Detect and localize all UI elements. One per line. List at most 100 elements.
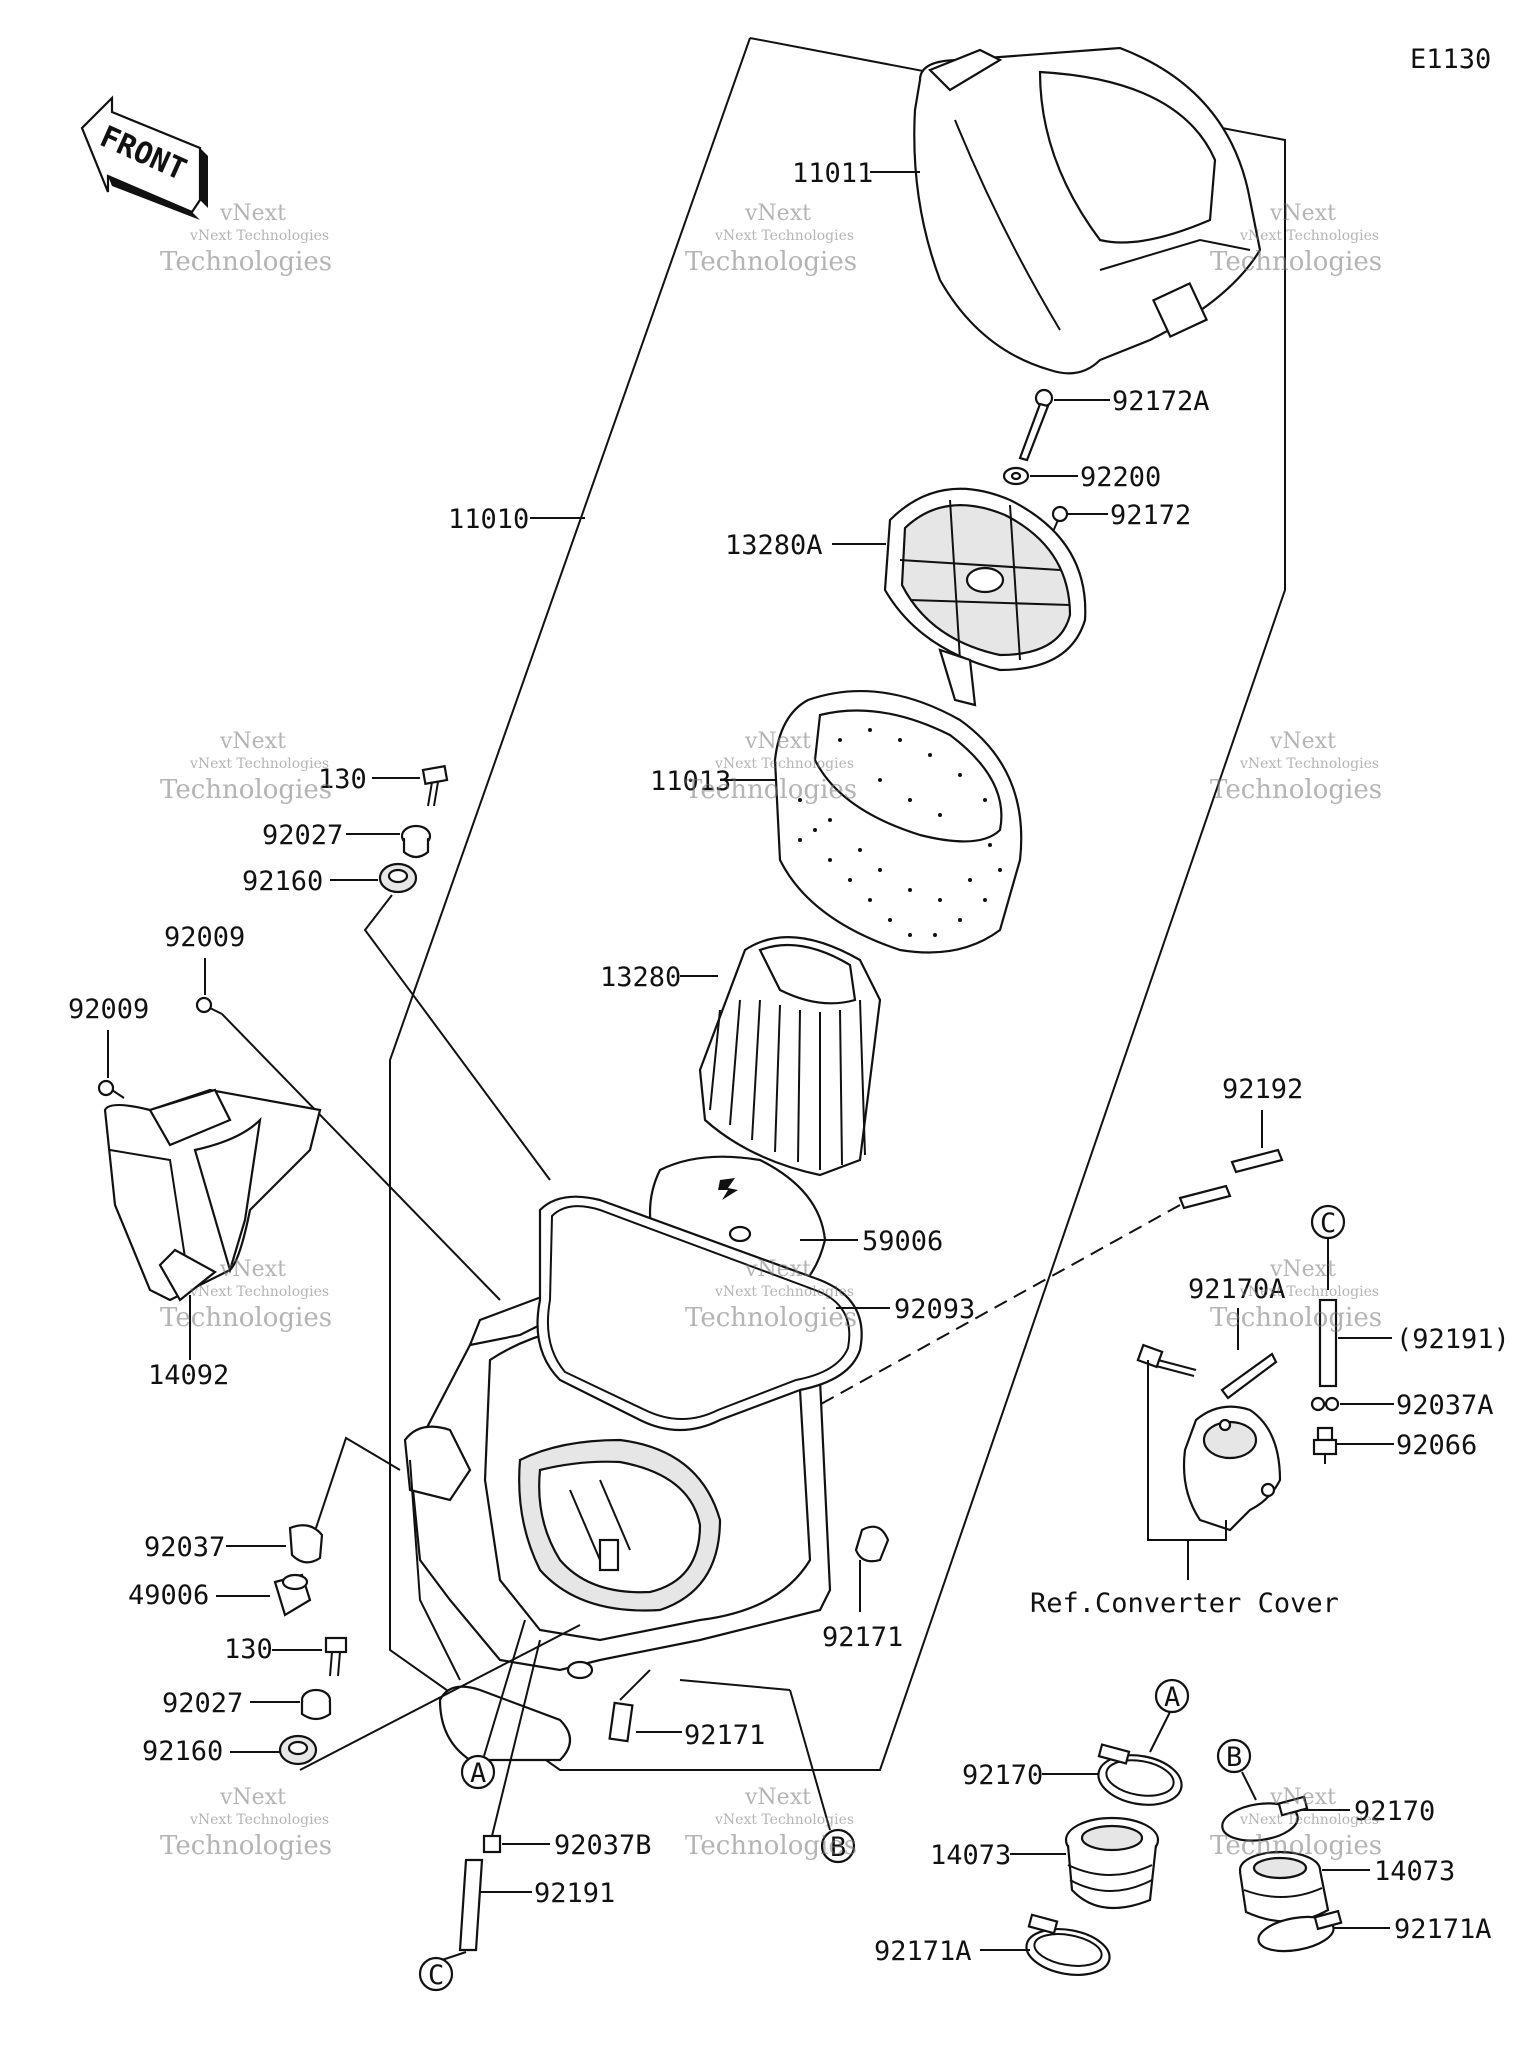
diagram-code: E1130 (1410, 44, 1491, 75)
grommet-92160-bottom (278, 1734, 318, 1766)
watermark-2: vNext vNext Technologies Technologies (685, 201, 857, 277)
label-92171A-left: 92171A (874, 1936, 972, 1967)
svg-text:vNext Technologies: vNext Technologies (1239, 1812, 1379, 1828)
bolt-ref-converter (1136, 1343, 1197, 1377)
watermark-group: vNext vNext Technologies Technologies vN… (160, 201, 1382, 1861)
svg-text:vNext Technologies: vNext Technologies (1239, 756, 1379, 772)
watermark-3: vNext vNext Technologies Technologies (1210, 201, 1382, 277)
label-13280: 13280 (600, 962, 681, 993)
ref-converter-note: Ref.Converter Cover (1030, 1588, 1339, 1619)
callout-b-center-label: B (830, 1832, 846, 1863)
callout-c-left-label: C (428, 1960, 444, 1991)
cap-49006 (273, 1573, 312, 1617)
front-arrow-icon: FRONT (80, 95, 208, 220)
label-11011: 11011 (792, 158, 873, 189)
boot-14073-left (1064, 1816, 1160, 1910)
svg-text:vNext Technologies: vNext Technologies (714, 756, 854, 772)
label-92066: 92066 (1396, 1430, 1477, 1461)
watermark-4: vNext vNext Technologies Technologies (160, 729, 332, 805)
svg-text:vNext Technologies: vNext Technologies (189, 1812, 329, 1828)
label-92160-top: 92160 (242, 866, 323, 897)
svg-text:Technologies: Technologies (160, 1303, 332, 1333)
screw-92009-b (97, 1079, 125, 1099)
label-59006: 59006 (862, 1226, 943, 1257)
watermark-6: vNext vNext Technologies Technologies (1210, 729, 1382, 805)
label-130-top: 130 (318, 764, 367, 795)
svg-text:Technologies: Technologies (1210, 1831, 1382, 1861)
svg-text:vNext: vNext (744, 201, 811, 226)
svg-text:Technologies: Technologies (685, 1303, 857, 1333)
watermark-10: vNext vNext Technologies Technologies (160, 1785, 332, 1861)
svg-text:Technologies: Technologies (1210, 1303, 1382, 1333)
clamp-92171a-left (1025, 1913, 1111, 1976)
label-92009-a: 92009 (164, 922, 245, 953)
air-cleaner-cover (913, 46, 1262, 375)
label-92170-right: 92170 (1354, 1796, 1435, 1827)
callout-a-left (460, 1754, 496, 1790)
label-92009-b: 92009 (68, 994, 149, 1025)
svg-text:Technologies: Technologies (1210, 247, 1382, 277)
label-92027-bottom: 92027 (162, 1688, 243, 1719)
callout-c-right-label: C (1320, 1208, 1336, 1239)
screw-92009-a (195, 996, 223, 1015)
callout-b-center (820, 1828, 856, 1864)
collar-92027-top (400, 824, 432, 859)
hose-92192 (1178, 1148, 1284, 1210)
screw-92172 (1051, 505, 1069, 535)
label-92037: 92037 (144, 1532, 225, 1563)
watermark-7: vNext vNext Technologies Technologies (160, 1257, 332, 1333)
svg-text:vNext: vNext (219, 1257, 286, 1282)
svg-text:vNext Technologies: vNext Technologies (1239, 1284, 1379, 1300)
duct-14092 (103, 1088, 322, 1302)
svg-text:vNext: vNext (219, 1785, 286, 1810)
label-14073-left: 14073 (930, 1840, 1011, 1871)
plug-92066 (1312, 1426, 1338, 1464)
filter-holder-13280a (883, 487, 1087, 707)
label-92170A: 92170A (1188, 1274, 1286, 1305)
clamp-92170-left (1097, 1743, 1183, 1806)
svg-text:vNext: vNext (744, 1785, 811, 1810)
svg-text:Technologies: Technologies (160, 1831, 332, 1861)
label-92037B: 92037B (554, 1830, 652, 1861)
screw-92172a (1018, 388, 1054, 462)
clip-92170a (1220, 1352, 1278, 1400)
plug-92171-right (854, 1525, 890, 1563)
callout-a-right (1154, 1678, 1190, 1714)
svg-text:vNext: vNext (744, 1257, 811, 1282)
boot-14073-right (1238, 1850, 1330, 1923)
label-13280A: 13280A (725, 530, 823, 561)
hose-92191 (458, 1858, 484, 1952)
callout-c-left (418, 1956, 454, 1992)
label-92093: 92093 (894, 1294, 975, 1325)
label-92160-bottom: 92160 (142, 1736, 223, 1767)
svg-text:vNext Technologies: vNext Technologies (1239, 228, 1379, 244)
svg-text:Technologies: Technologies (160, 775, 332, 805)
callout-b-right-label: B (1226, 1742, 1242, 1773)
label-92172: 92172 (1110, 500, 1191, 531)
svg-text:Technologies: Technologies (685, 1831, 857, 1861)
svg-text:vNext: vNext (1269, 1785, 1336, 1810)
label-92171-bottom: 92171 (684, 1720, 765, 1751)
bolt-130-top (421, 764, 449, 807)
label-92037A: 92037A (1396, 1390, 1494, 1421)
svg-text:vNext: vNext (1269, 201, 1336, 226)
svg-text:Technologies: Technologies (685, 247, 857, 277)
label-92027-top: 92027 (262, 820, 343, 851)
svg-text:Technologies: Technologies (685, 775, 857, 805)
clamp-92171a-right (1257, 1909, 1343, 1953)
label-92170-left: 92170 (962, 1760, 1043, 1791)
label-14092: 14092 (148, 1360, 229, 1391)
watermark-12: vNext vNext Technologies Technologies (1210, 1785, 1382, 1861)
label-11010: 11010 (448, 504, 529, 535)
label-92192: 92192 (1222, 1074, 1303, 1105)
watermark-8: vNext vNext Technologies Technologies (685, 1257, 857, 1333)
svg-text:vNext: vNext (219, 729, 286, 754)
label-49006: 49006 (128, 1580, 209, 1611)
watermark-9: vNext vNext Technologies Technologies (1210, 1257, 1382, 1333)
svg-text:Technologies: Technologies (1210, 775, 1382, 805)
washer-92200 (1002, 466, 1030, 486)
svg-text:vNext Technologies: vNext Technologies (189, 228, 329, 244)
watermark-5: vNext vNext Technologies Technologies (685, 729, 857, 805)
filter-cage-13280 (698, 936, 882, 1177)
